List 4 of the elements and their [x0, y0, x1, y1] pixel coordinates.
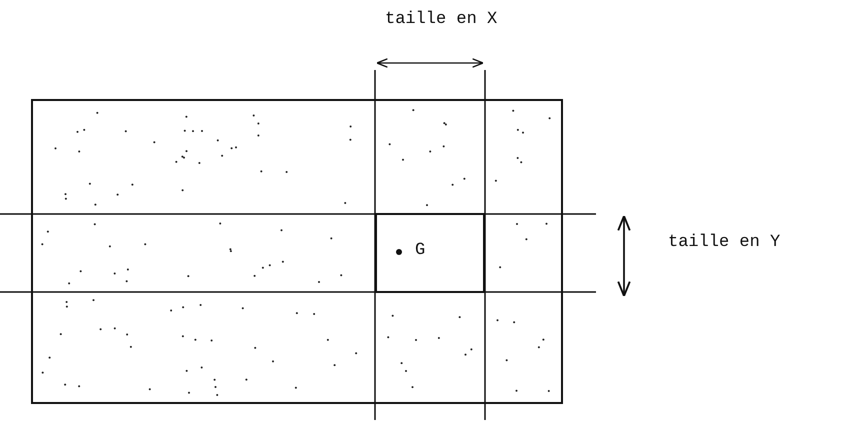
point-label: G — [415, 241, 426, 260]
highlighted-cell — [375, 213, 485, 293]
dimension-label: taille en Y — [668, 233, 780, 252]
dimension-label: taille en X — [385, 10, 498, 29]
